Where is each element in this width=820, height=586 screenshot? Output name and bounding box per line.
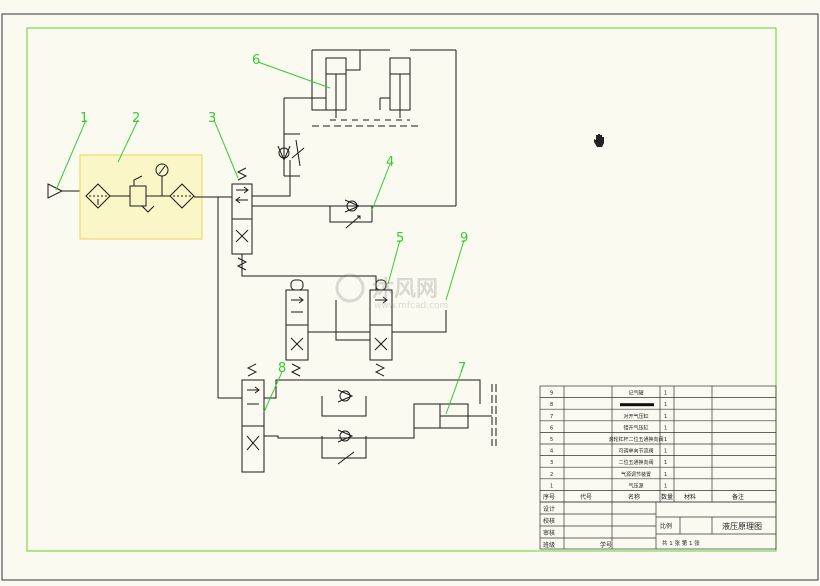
title-block xyxy=(539,501,777,550)
bom-row-number: 4 xyxy=(550,449,553,455)
bom-row-filled-bar xyxy=(620,403,654,407)
frl-highlight-box xyxy=(79,154,203,240)
valve-5-symbol xyxy=(285,279,447,377)
watermark: 沐风网 www.mfcad.com xyxy=(335,273,448,311)
title-scale-label: 比例 xyxy=(660,522,672,530)
line-v3-to-v5 xyxy=(241,254,377,290)
bom-row-qty: 1 xyxy=(664,472,667,478)
drawing-title: 液压原理图 xyxy=(722,521,762,531)
bom-header-no: 序号 xyxy=(543,493,555,501)
title-review-label: 审核 xyxy=(543,529,555,537)
bom-row-number: 3 xyxy=(550,460,553,466)
title-class-label: 班级 xyxy=(543,541,555,549)
bom-row-name: 二位五通换向阀 xyxy=(618,459,653,466)
callout-9: 9 xyxy=(460,231,468,246)
callout-7: 7 xyxy=(458,361,466,376)
bom-row-name: 气压源 xyxy=(628,482,643,489)
title-student-no-label: 学号 xyxy=(600,541,612,549)
watermark-brand: 沐风网 xyxy=(372,277,438,302)
cylinder-7-symbol xyxy=(413,384,497,446)
line-v3-to-flowvalve xyxy=(252,160,291,197)
sheet-count: 共 1 张 第 1 张 xyxy=(662,539,700,547)
bom-row-name: 滚轮杠杆二位五通换向阀 xyxy=(608,436,663,443)
bom-row-name: 对开气压缸 xyxy=(623,413,648,420)
bom-row-number: 5 xyxy=(550,437,553,443)
bom-row-number: 1 xyxy=(550,483,553,489)
bom-row-name: 错开气压缸 xyxy=(623,424,648,431)
bom-row-number: 7 xyxy=(550,414,553,420)
bom-header-row: 序号 代号 名称 数量 材料 备注 xyxy=(543,493,744,501)
bom-row-name: 可调单向节流阀 xyxy=(618,448,653,455)
callout-4: 4 xyxy=(386,155,394,170)
bom-row-number: 9 xyxy=(550,391,553,397)
bom-row-qty: 1 xyxy=(664,425,667,431)
flow-valve-upper-symbol xyxy=(277,97,326,177)
bom-row-qty: 1 xyxy=(664,483,667,489)
leader-lines xyxy=(55,61,465,415)
title-check-label: 校核 xyxy=(543,517,555,525)
bom-row-qty: 1 xyxy=(664,437,667,443)
callout-3: 3 xyxy=(208,111,216,126)
bom-row-qty: 1 xyxy=(664,460,667,466)
callout-labels: 1 2 3 4 5 6 7 8 9 xyxy=(80,53,468,376)
callout-6: 6 xyxy=(252,53,260,68)
bom-row-qty: 1 xyxy=(664,449,667,455)
bom-row-name: 气源调节装置 xyxy=(621,471,651,478)
bom-row-qty: 1 xyxy=(664,414,667,420)
watermark-url: www.mfcad.com xyxy=(374,301,448,311)
callout-8: 8 xyxy=(278,361,286,376)
bom-row-qty: 1 xyxy=(664,402,667,408)
bom-header-material: 材料 xyxy=(684,493,696,501)
callout-5: 5 xyxy=(396,231,404,246)
hand-cursor-icon xyxy=(594,134,604,147)
bom-header-name: 名称 xyxy=(628,493,640,501)
outer-frame xyxy=(1,13,819,581)
cylinder-6-symbol xyxy=(311,49,420,127)
inner-frame xyxy=(26,27,777,552)
flow-control-4-symbol xyxy=(330,49,457,229)
bom-header-qty: 数量 xyxy=(661,493,673,501)
bom-header-remark: 备注 xyxy=(732,493,744,501)
bom-row-number: 8 xyxy=(550,402,553,408)
bom-row-name: 记气罐 xyxy=(628,390,643,397)
frl-unit-symbol xyxy=(85,163,195,213)
air-source-symbol xyxy=(47,183,84,199)
bom-row-qty: 1 xyxy=(664,391,667,397)
title-design-label: 设计 xyxy=(543,505,555,513)
bom-row-number: 6 xyxy=(550,425,553,431)
flow-control-lower-symbol xyxy=(321,389,367,465)
bom-header-code: 代号 xyxy=(580,493,592,501)
bom-row-number: 2 xyxy=(550,472,553,478)
callout-2: 2 xyxy=(132,111,140,126)
valve-8-symbol xyxy=(218,363,481,473)
callout-1: 1 xyxy=(80,111,88,126)
mfcad-logo-icon xyxy=(335,273,365,303)
valve-3-symbol xyxy=(231,167,253,271)
